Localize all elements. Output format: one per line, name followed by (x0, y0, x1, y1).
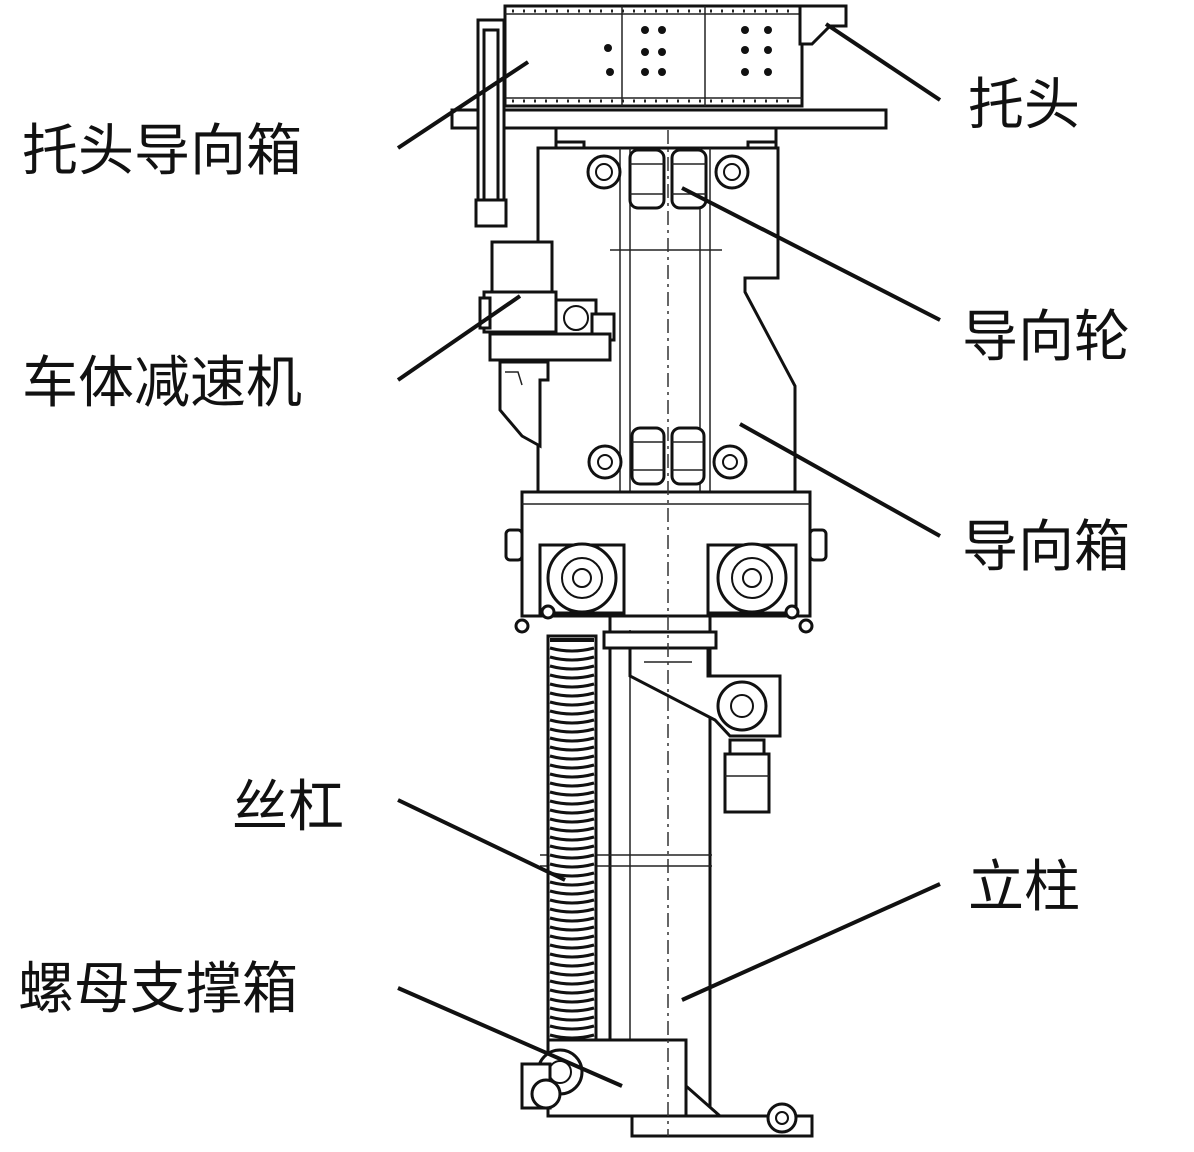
screw-rod (546, 634, 598, 1048)
label-nut-support-box: 螺母支撑箱 (18, 957, 298, 1022)
label-column: 立柱 (968, 855, 1080, 920)
nut-support-box (520, 1038, 814, 1138)
label-guide-wheel: 导向轮 (962, 305, 1130, 370)
label-guide-box: 导向箱 (962, 515, 1130, 580)
leader-gear-reducer (396, 294, 522, 382)
leader-lines (396, 22, 942, 1088)
label-support-head: 托头 (968, 73, 1080, 138)
leader-column (681, 882, 941, 1002)
leader-screw-rod (397, 798, 566, 882)
support-head (798, 4, 848, 46)
machine-drawing (450, 4, 888, 1138)
label-screw-rod: 丝杠 (232, 775, 344, 840)
left-bracket (474, 18, 508, 228)
label-carrier-guide-box: 托头导向箱 (22, 119, 302, 184)
top-flange (450, 108, 888, 130)
guide-wheels-lower (587, 426, 748, 486)
drive-box (504, 490, 828, 634)
leader-support-head (824, 22, 942, 102)
carrier-guide-box (503, 4, 804, 108)
leader-guide-box (739, 422, 941, 538)
guide-wheels-upper (586, 148, 750, 210)
gear-reducer (478, 240, 616, 449)
label-gear-reducer: 车体减速机 (22, 351, 302, 416)
labels: 托头导向箱 托头 导向轮 车体减速机 导向箱 丝杠 立柱 螺母支撑箱 (18, 73, 1130, 1022)
leader-nut-support-box (397, 986, 623, 1088)
leader-guide-wheel (681, 186, 941, 322)
leader-carrier-guide-box (396, 60, 530, 150)
